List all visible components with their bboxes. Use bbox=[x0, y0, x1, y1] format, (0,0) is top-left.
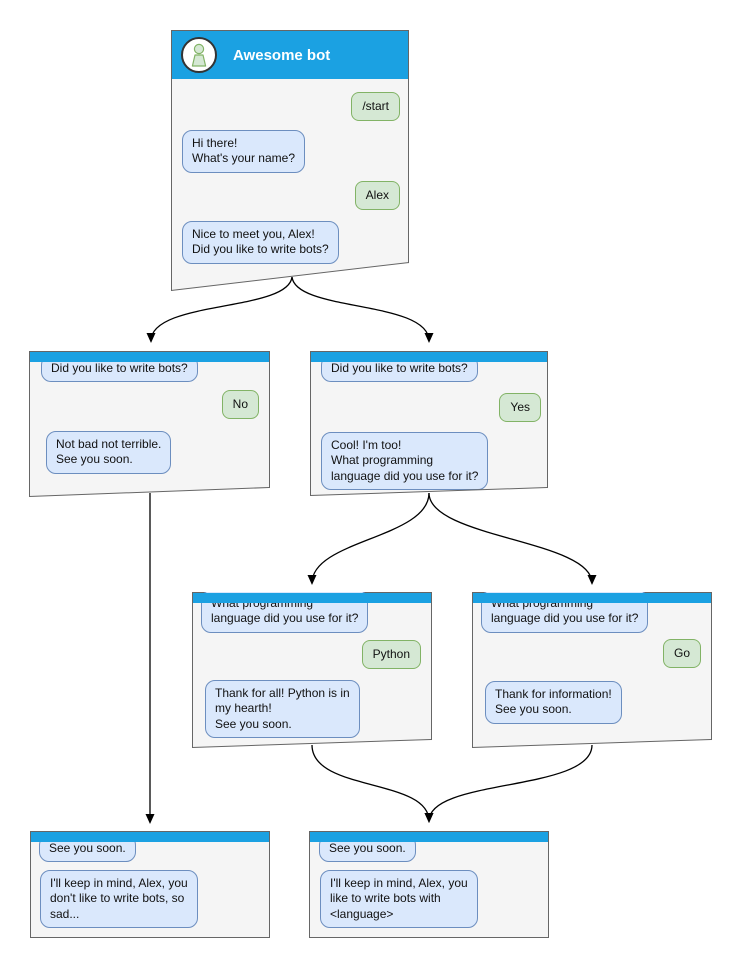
bot-message-bubble: Nice to meet you, Alex! Did you like to … bbox=[182, 221, 339, 264]
person-icon bbox=[191, 43, 207, 67]
user-message-bubble: Alex bbox=[354, 181, 400, 211]
chat-window-branch-yes: Did you like to write bots? Yes Cool! I'… bbox=[310, 351, 548, 496]
bot-name: Awesome bot bbox=[233, 46, 331, 64]
arrow-yes-to-python bbox=[307, 492, 430, 585]
user-message-bubble: No bbox=[221, 390, 259, 420]
chat-titlebar bbox=[193, 593, 431, 603]
user-message-bubble: Go bbox=[662, 639, 701, 669]
user-message-bubble: Python bbox=[361, 640, 421, 670]
chat-titlebar bbox=[31, 832, 269, 842]
chat-window-end-yes: See you soon. I'll keep in mind, Alex, y… bbox=[309, 831, 549, 938]
bot-message-bubble: Thank for information! See you soon. bbox=[485, 681, 622, 724]
chat-window-end-no: See you soon. I'll keep in mind, Alex, y… bbox=[30, 831, 270, 938]
bot-message-bubble: I'll keep in mind, Alex, you don't like … bbox=[40, 870, 198, 929]
chat-titlebar bbox=[30, 352, 269, 362]
user-message-bubble: Yes bbox=[499, 393, 541, 423]
chat-window-branch-python: What programming language did you use fo… bbox=[192, 592, 432, 748]
bot-message-bubble: Cool! I'm too! What programming language… bbox=[321, 432, 489, 491]
arrow-go-to-end bbox=[424, 744, 593, 823]
chat-window-branch-go: What programming language did you use fo… bbox=[472, 592, 712, 748]
bot-message-bubble: Not bad not terrible. See you soon. bbox=[46, 431, 172, 474]
arrow-start-to-yes bbox=[291, 276, 434, 343]
bot-message-bubble: Hi there! What's your name? bbox=[182, 130, 306, 173]
bot-message-bubble: Thank for all! Python is in my hearth! S… bbox=[205, 680, 360, 739]
arrow-yes-to-go bbox=[428, 492, 597, 585]
chat-titlebar bbox=[311, 352, 547, 362]
chat-window-branch-no: Did you like to write bots? No Not bad n… bbox=[29, 351, 270, 497]
chat-titlebar bbox=[473, 593, 711, 603]
bot-message-bubble: I'll keep in mind, Alex, you like to wri… bbox=[320, 870, 478, 929]
user-message-bubble: /start bbox=[351, 92, 400, 122]
chat-window-start: Awesome bot /start Hi there! What's your… bbox=[171, 30, 409, 291]
chat-titlebar: Awesome bot bbox=[172, 31, 408, 79]
bot-avatar bbox=[181, 37, 217, 73]
chat-titlebar bbox=[310, 832, 548, 842]
arrow-python-to-end bbox=[311, 744, 434, 823]
